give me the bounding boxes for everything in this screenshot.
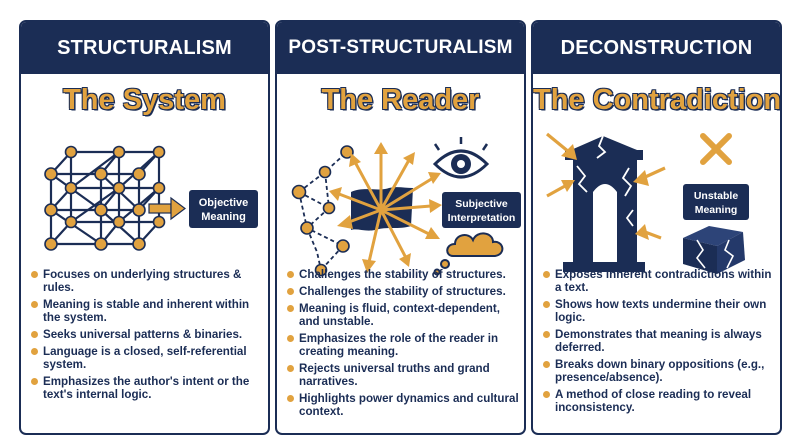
lattice-icon (49, 150, 161, 246)
bullet-list: Exposes inherent contradictions within a… (541, 268, 777, 418)
list-item: Meaning is stable and inherent within th… (29, 298, 265, 324)
list-item: Highlights power dynamics and cultural c… (285, 392, 521, 418)
radiating-arrows (329, 142, 442, 273)
list-item: Shows how texts undermine their own logi… (541, 298, 777, 324)
bullet-list: Focuses on underlying structures & rules… (29, 268, 265, 405)
list-item: Demonstrates that meaning is always defe… (541, 328, 777, 354)
panel-header: POST-STRUCTURALISM (277, 22, 524, 74)
list-item: Exposes inherent contradictions within a… (541, 268, 777, 294)
list-item: Seeks universal patterns & binaries. (29, 328, 265, 341)
eye-icon (432, 137, 490, 179)
thought-cloud-icon (433, 232, 504, 276)
panel-subtitle: The Reader (321, 84, 480, 116)
lattice-nodes (44, 145, 166, 251)
list-item: Language is a closed, self-referential s… (29, 345, 265, 371)
panel-structuralism: STRUCTURALISM The System (19, 20, 270, 435)
subjective-interpretation-badge: Subjective Interpretation (442, 192, 521, 228)
structure-illustration: Objective Meaning (44, 145, 258, 251)
badge-line-2: Interpretation (448, 212, 516, 224)
badge-line-1: Unstable (694, 190, 739, 202)
badge-line-2: Meaning (201, 211, 246, 223)
objective-meaning-badge: Objective Meaning (189, 190, 258, 228)
badge-line-1: Subjective (455, 198, 508, 210)
list-item: A method of close reading to reveal inco… (541, 388, 777, 414)
list-item: Rejects universal truths and grand narra… (285, 362, 521, 388)
panel-subtitle: The Contradiction (533, 84, 782, 116)
reader-illustration: Subjective Interpretation (291, 137, 521, 277)
reader-nodes (291, 145, 354, 277)
badge-line-1: Objective (199, 197, 249, 209)
bullet-list: Challenges the stability of structures. … (285, 268, 521, 422)
list-item: Meaning is fluid, context-dependent, and… (285, 302, 521, 328)
list-item: Breaks down binary oppositions (e.g., pr… (541, 358, 777, 384)
broken-pillar-icon (563, 135, 645, 272)
list-item: Focuses on underlying structures & rules… (29, 268, 265, 294)
list-item: Emphasizes the author's intent or the te… (29, 375, 265, 401)
badge-line-2: Meaning (695, 204, 738, 216)
broken-box-icon (683, 226, 745, 274)
arrow-right-icon (148, 196, 186, 221)
list-item: Emphasizes the role of the reader in cre… (285, 332, 521, 358)
contradiction-illustration: Unstable Meaning (545, 132, 749, 274)
panel-header: DECONSTRUCTION (533, 22, 780, 74)
panel-post-structuralism: POST-STRUCTURALISM The Reader (275, 20, 526, 435)
panel-header: STRUCTURALISM (21, 22, 268, 74)
panel-deconstruction: DECONSTRUCTION The Contradiction (531, 20, 782, 435)
panel-subtitle: The System (63, 84, 226, 116)
x-mark-icon (700, 133, 732, 165)
unstable-meaning-badge: Unstable Meaning (683, 184, 749, 220)
inward-arrows (545, 132, 666, 240)
list-item: Challenges the stability of structures. (285, 285, 521, 298)
list-item: Challenges the stability of structures. (285, 268, 521, 281)
